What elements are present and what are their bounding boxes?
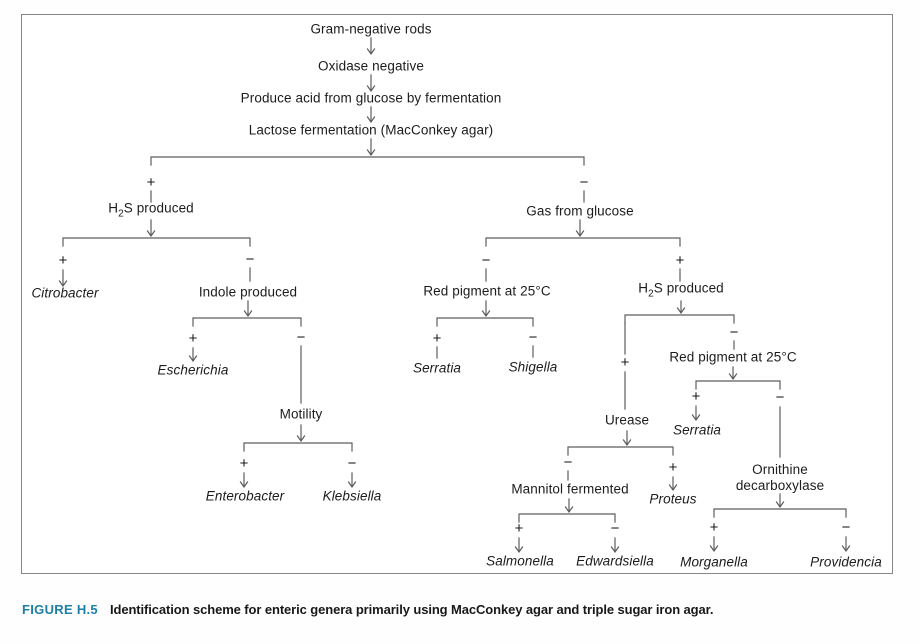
node-oxidase-negative: Oxidase negative bbox=[318, 58, 424, 74]
sign-mannitol-positive: + bbox=[514, 520, 524, 537]
sign-lactose-negative: − bbox=[579, 174, 589, 191]
h2s-subscript: 2 bbox=[648, 288, 654, 300]
node-red-pigment-right: Red pigment at 25°C bbox=[669, 349, 797, 365]
node-citrobacter: Citrobacter bbox=[31, 285, 99, 301]
node-gas-from-glucose: Gas from glucose bbox=[526, 203, 634, 219]
node-gram-negative-rods: Gram-negative rods bbox=[310, 21, 432, 37]
node-enterobacter: Enterobacter bbox=[205, 488, 285, 504]
h2s-text-part: S produced bbox=[653, 280, 724, 296]
node-urease: Urease bbox=[604, 412, 650, 428]
sign-gas-negative: − bbox=[481, 252, 491, 269]
node-lactose-fermentation: Lactose fermentation (MacConkey agar) bbox=[248, 122, 494, 138]
h2s-text-part: H bbox=[108, 200, 119, 216]
node-h2s-produced-right: H2S produced bbox=[638, 281, 724, 302]
h2s-text-part: S produced bbox=[123, 200, 194, 216]
sign-motility-positive: + bbox=[239, 455, 249, 472]
node-mannitol-fermented: Mannitol fermented bbox=[511, 481, 629, 497]
node-klebsiella: Klebsiella bbox=[322, 488, 382, 504]
sign-motility-negative: − bbox=[347, 455, 357, 472]
sign-redpigment-left-positive: + bbox=[432, 330, 442, 347]
node-shigella: Shigella bbox=[508, 359, 558, 375]
node-morganella: Morganella bbox=[680, 554, 748, 570]
node-escherichia: Escherichia bbox=[157, 362, 229, 378]
sign-h2s-left-positive: + bbox=[58, 252, 68, 269]
bracket-lines bbox=[62, 156, 847, 523]
sign-h2s-right-negative: − bbox=[729, 324, 739, 341]
sign-redpigment-left-negative: − bbox=[528, 329, 538, 346]
arrow-lines bbox=[58, 37, 851, 553]
plain-lines bbox=[150, 190, 781, 481]
node-providencia: Providencia bbox=[810, 554, 882, 570]
sign-ornithine-positive: + bbox=[709, 519, 719, 536]
figure-caption-text: Identification scheme for enteric genera… bbox=[109, 602, 714, 617]
node-h2s-produced-left: H2S produced bbox=[108, 201, 194, 222]
h2s-subscript: 2 bbox=[118, 208, 124, 220]
node-produce-acid-glucose: Produce acid from glucose by fermentatio… bbox=[240, 90, 502, 106]
sign-mannitol-negative: − bbox=[610, 520, 620, 537]
flowchart-border bbox=[21, 14, 893, 574]
sign-redpigment-right-positive: + bbox=[691, 388, 701, 405]
sign-h2s-right-positive: + bbox=[620, 354, 630, 371]
figure-caption: FIGURE H.5 Identification scheme for ente… bbox=[22, 602, 714, 617]
node-indole-produced: Indole produced bbox=[198, 284, 298, 300]
sign-indole-positive: + bbox=[188, 330, 198, 347]
sign-gas-positive: + bbox=[675, 252, 685, 269]
h2s-text-part: H bbox=[638, 280, 649, 296]
sign-indole-negative: − bbox=[296, 329, 306, 346]
node-serratia-right: Serratia bbox=[672, 422, 722, 438]
sign-urease-positive: + bbox=[668, 459, 678, 476]
sign-urease-negative: − bbox=[563, 454, 573, 471]
node-edwardsiella: Edwardsiella bbox=[576, 553, 654, 569]
sign-h2s-left-negative: − bbox=[245, 251, 255, 268]
node-proteus: Proteus bbox=[649, 491, 697, 507]
sign-ornithine-negative: − bbox=[841, 519, 851, 536]
figure-caption-label: FIGURE H.5 bbox=[22, 602, 98, 617]
sign-lactose-positive: + bbox=[146, 174, 156, 191]
ornithine-line2: decarboxylase bbox=[735, 478, 825, 493]
sign-redpigment-right-negative: − bbox=[775, 389, 785, 406]
ornithine-line1: Ornithine bbox=[752, 462, 808, 477]
node-red-pigment-left: Red pigment at 25°C bbox=[423, 283, 551, 299]
node-motility: Motility bbox=[279, 406, 323, 422]
node-salmonella: Salmonella bbox=[486, 553, 554, 569]
node-serratia-left: Serratia bbox=[412, 360, 462, 376]
